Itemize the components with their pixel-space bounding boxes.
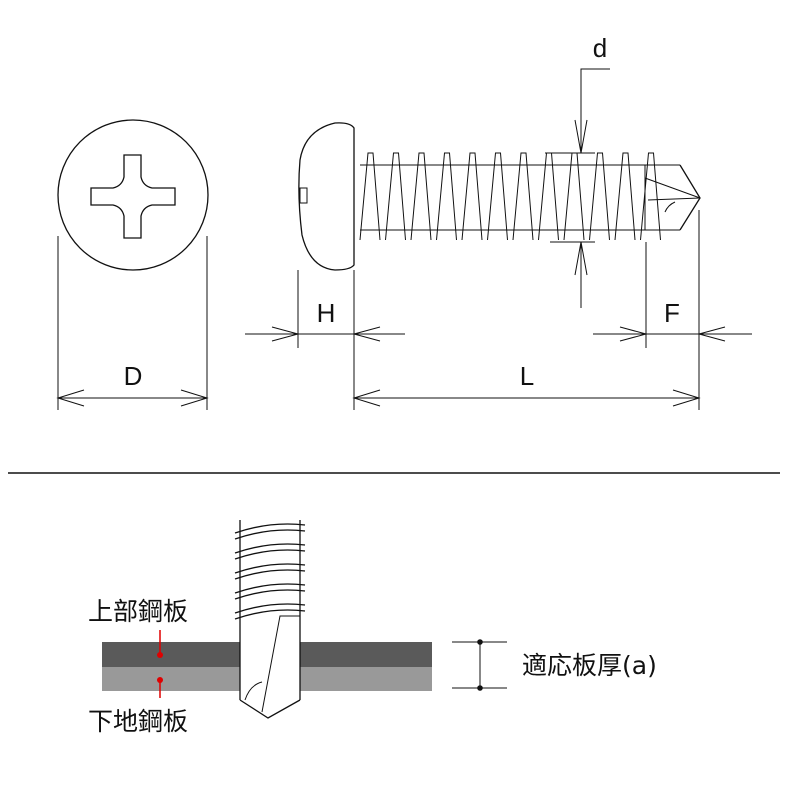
upper-plate-marker — [157, 630, 163, 658]
dimension-L: L — [352, 361, 701, 407]
thickness-label: 適応板厚(a) — [522, 651, 657, 680]
threads — [359, 152, 661, 241]
thread-crest — [385, 152, 406, 241]
screw-side-view — [298, 122, 701, 271]
thickness-indicator — [452, 639, 507, 691]
label-H: H — [317, 298, 336, 328]
thread-turn — [234, 563, 306, 580]
screw-head — [298, 122, 355, 271]
thread-turn — [234, 543, 306, 560]
phillips-cross-icon — [90, 154, 176, 239]
head-circle — [57, 119, 209, 271]
dimension-d: d — [545, 33, 610, 308]
base-plate-marker — [157, 677, 163, 698]
thread-crest — [436, 152, 457, 241]
thread-crest — [410, 152, 432, 241]
label-d: d — [593, 33, 607, 63]
thread-crest — [589, 152, 610, 241]
install-view: 上部鋼板 下地鋼板 適応板厚(a) — [88, 520, 657, 736]
base-plate-label: 下地鋼板 — [88, 707, 188, 736]
screw-in-plate — [234, 520, 306, 719]
head-top-view — [57, 119, 209, 271]
drill-point — [679, 164, 701, 231]
thread-crest — [512, 152, 534, 241]
label-L: L — [520, 361, 534, 391]
thread-turn — [234, 583, 306, 600]
dimension-H: H — [245, 270, 405, 410]
thread-crest — [461, 152, 483, 241]
thread-crest — [359, 152, 381, 241]
thread-turn — [234, 523, 306, 540]
thread-crest — [487, 152, 508, 241]
dimension-D: D — [56, 236, 209, 410]
thread-crest — [614, 152, 636, 241]
label-D: D — [124, 361, 143, 391]
thread-crest — [640, 152, 661, 241]
thread-crest — [563, 152, 585, 241]
thread-turn — [234, 603, 306, 620]
dimension-F: F — [593, 210, 752, 410]
label-F: F — [664, 298, 680, 328]
upper-plate-label: 上部鋼板 — [88, 597, 188, 626]
thread-crest — [538, 152, 559, 241]
head-slot — [299, 187, 308, 204]
